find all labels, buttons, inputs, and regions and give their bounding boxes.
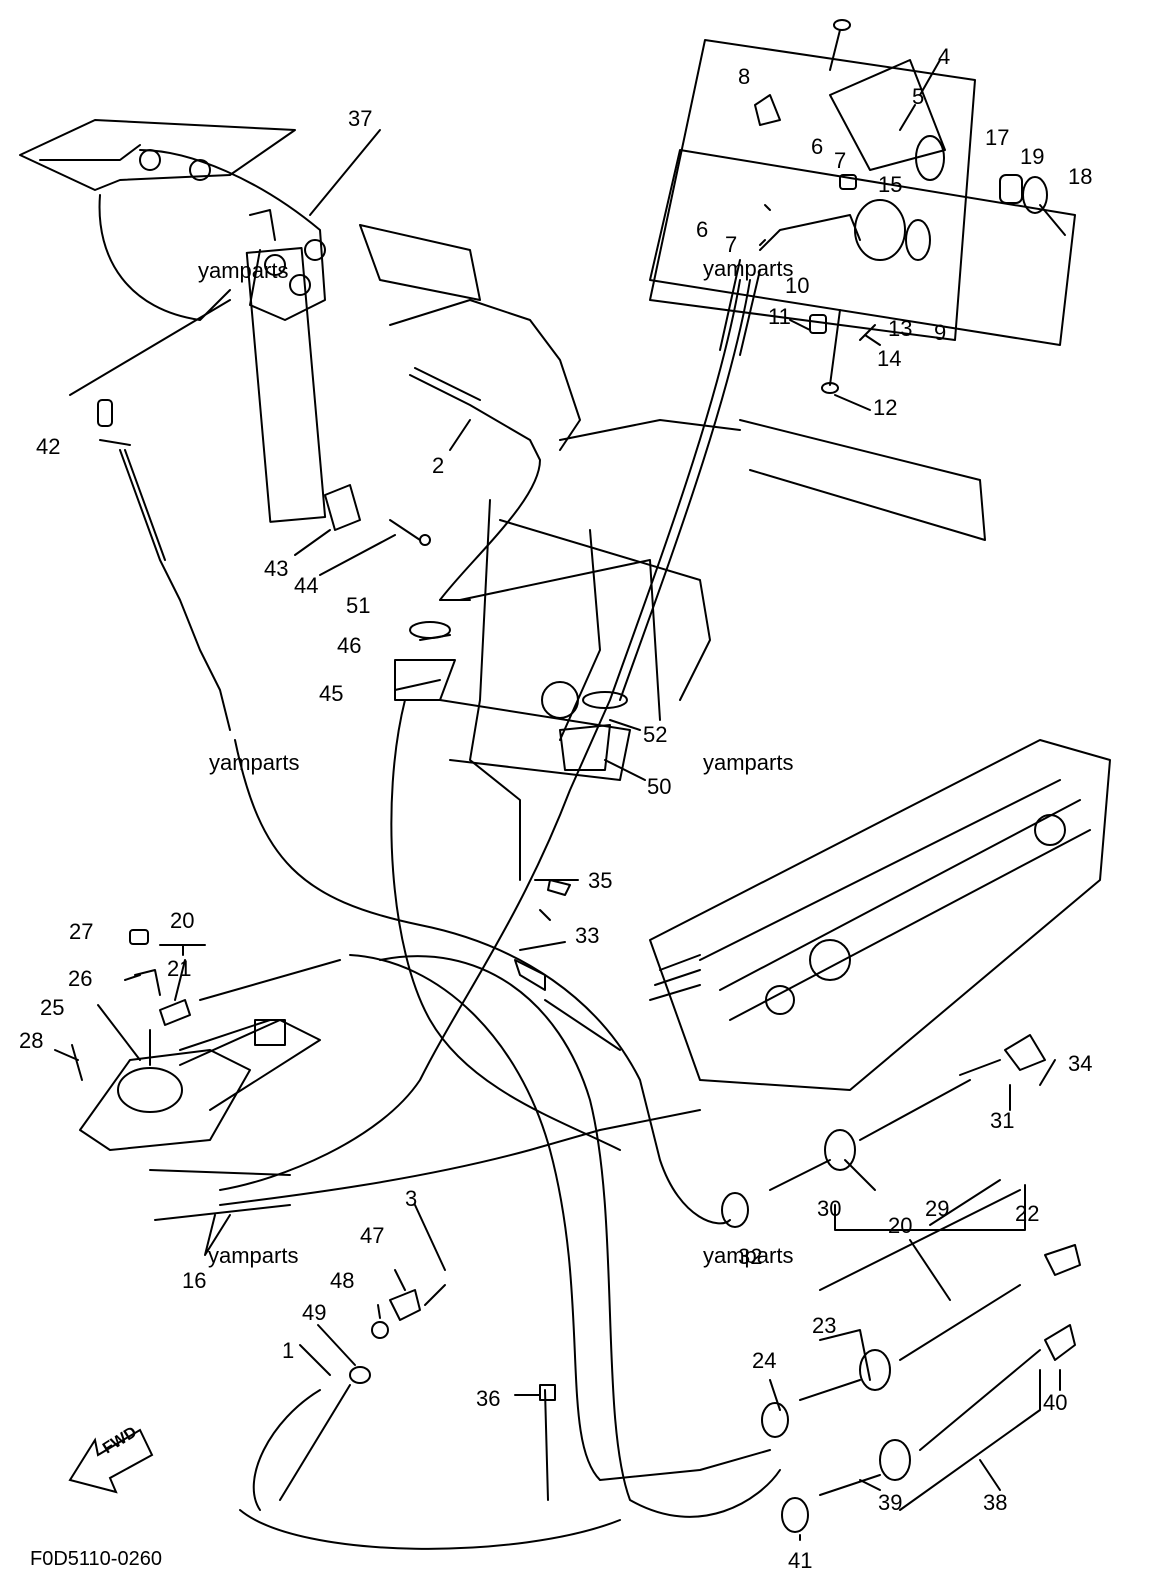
part-label: 11 [768, 304, 791, 329]
part-label: 12 [873, 395, 898, 420]
part-label: 13 [888, 316, 913, 341]
part-label: 36 [476, 1386, 501, 1411]
part-label: 29 [925, 1196, 950, 1221]
part-label: 16 [182, 1268, 207, 1293]
part-label: 39 [878, 1490, 903, 1515]
part-label: 3 [405, 1186, 418, 1211]
watermark: yamparts [198, 258, 289, 283]
watermark: yamparts [209, 750, 300, 775]
part-label: 20 [888, 1213, 913, 1238]
part-label: 7 [725, 232, 738, 257]
part-label: 10 [785, 273, 810, 298]
part-label: 23 [812, 1313, 837, 1338]
part-label: 1 [282, 1338, 295, 1363]
part-label: 37 [348, 106, 373, 131]
part-label: 35 [588, 868, 613, 893]
part-label: 50 [647, 774, 672, 799]
part-label: 40 [1043, 1390, 1068, 1415]
part-label: 17 [985, 125, 1010, 150]
part-label: 32 [738, 1244, 763, 1269]
part-label: 44 [294, 573, 319, 598]
handlebar-part [359, 224, 986, 881]
part-label: 14 [877, 346, 902, 371]
fwd-arrow-icon [68, 1428, 154, 1494]
part-label: 4 [938, 44, 951, 69]
part-label: 46 [337, 633, 362, 658]
part-label: 33 [575, 923, 600, 948]
watermark: yamparts [703, 750, 794, 775]
part-label: 52 [643, 722, 668, 747]
part-label: 22 [1015, 1201, 1040, 1226]
part-label: 49 [302, 1300, 327, 1325]
part-label: 15 [878, 172, 903, 197]
watermark: yamparts [703, 256, 794, 281]
part-label: 30 [817, 1196, 842, 1221]
part-label: 51 [346, 593, 371, 618]
part-label: 48 [330, 1268, 355, 1293]
part-label: 24 [752, 1348, 777, 1373]
cable-42-part [97, 399, 231, 731]
part-label: 9 [934, 320, 947, 345]
part-label: 18 [1068, 164, 1093, 189]
part-label: 26 [68, 966, 93, 991]
shift-mechanism-part [79, 1019, 321, 1151]
part-label: 31 [990, 1108, 1015, 1133]
part-label: 7 [834, 148, 847, 173]
diagram-code: F0D5110-0260 [30, 1548, 162, 1570]
part-label: 38 [983, 1490, 1008, 1515]
part-label: 45 [319, 681, 344, 706]
throttle-lever-part [19, 119, 327, 523]
part-label: 42 [36, 434, 61, 459]
part-label: 20 [170, 908, 195, 933]
part-label: 25 [40, 995, 65, 1020]
part-label: 47 [360, 1223, 385, 1248]
part-label: 2 [432, 453, 445, 478]
part-label: 27 [69, 919, 94, 944]
part-label: 43 [264, 556, 289, 581]
part-label: 6 [696, 217, 709, 242]
part-label: 5 [912, 84, 925, 109]
part-label: 8 [738, 64, 751, 89]
watermark: yamparts [703, 1243, 794, 1268]
part-label: 41 [788, 1548, 813, 1573]
part-label: 21 [167, 956, 192, 981]
part-label: 19 [1020, 144, 1045, 169]
part-label: 34 [1068, 1051, 1093, 1076]
watermark: yamparts [208, 1243, 299, 1268]
part-label: 28 [19, 1028, 44, 1053]
part-label: 6 [811, 134, 824, 159]
engine-block-part [649, 739, 1111, 1091]
